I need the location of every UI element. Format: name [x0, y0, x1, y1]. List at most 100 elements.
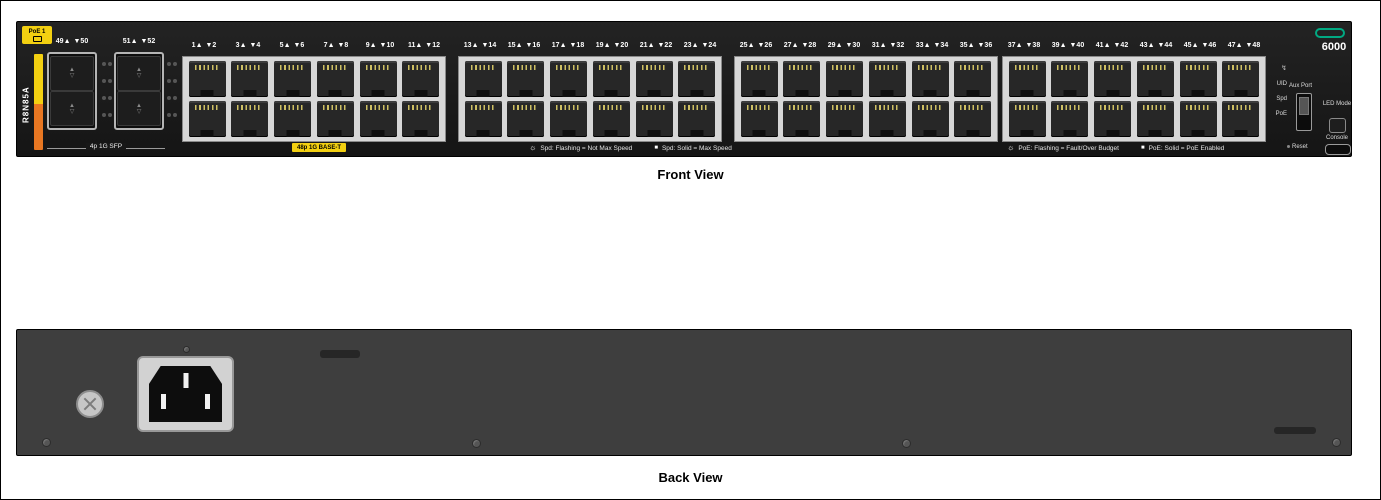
port-label: ▼38: [1025, 42, 1041, 49]
port-label-pair: 23▲▼24: [678, 42, 722, 54]
port-tab: [414, 90, 428, 97]
port-pins: [408, 105, 434, 110]
rj45-port: [402, 61, 440, 97]
port-tab: [328, 130, 342, 137]
rj45-port: [635, 61, 673, 97]
aux-port-label: Aux Port: [1289, 83, 1313, 89]
neutral-pin: [205, 394, 211, 409]
port-pins: [408, 65, 434, 70]
port-pins: [1185, 105, 1211, 110]
port-tab: [1148, 90, 1162, 97]
rj45-port: [316, 61, 354, 97]
led-column: [173, 62, 177, 117]
port-pins: [684, 105, 710, 110]
port-tab: [752, 130, 766, 137]
port-pins: [513, 65, 539, 70]
brand-badge: [1315, 28, 1345, 38]
port-tab: [1148, 130, 1162, 137]
port-label: ▼10: [379, 42, 395, 49]
port-pins: [365, 105, 391, 110]
port-label: ▼2: [205, 42, 217, 49]
port-label: 47▲: [1227, 42, 1243, 49]
port-tab: [923, 90, 937, 97]
port-pins: [470, 105, 496, 110]
switch-front-view: PoE 1 R8N85A 49▲▼50▲▽▲▽51▲▼52▲▽▲▽ 4p 1G …: [16, 21, 1352, 157]
rj45-port: [826, 101, 864, 137]
port-label-pair: 15▲▼16: [502, 42, 546, 54]
console-label: Console: [1325, 135, 1348, 141]
port-tab: [880, 90, 894, 97]
port-label-pair: 39▲▼40: [1046, 42, 1090, 54]
rj45-port: [231, 101, 269, 137]
port-tab: [1020, 130, 1034, 137]
usb-tongue: [1299, 97, 1309, 115]
port-label: 13▲: [463, 42, 479, 49]
port-tab: [414, 130, 428, 137]
port-tab: [604, 90, 618, 97]
legend-text: Spd: Flashing = Not Max Speed: [540, 144, 633, 152]
port-tab: [1234, 130, 1248, 137]
sfp-caption-text: 4p 1G SFP: [85, 143, 127, 150]
rj45-port: [359, 101, 397, 137]
sfp-cage-group: 49▲▼50▲▽▲▽: [47, 38, 97, 130]
port-label-pair: 47▲▼48: [1222, 42, 1266, 54]
front-view-caption: Front View: [657, 167, 724, 182]
triangle-up-icon: ▲: [69, 102, 75, 109]
rj45-port: [1222, 61, 1260, 97]
port-label-pair: 9▲▼10: [358, 42, 402, 54]
port-label: 11▲: [407, 42, 423, 49]
port-label: ▼12: [425, 42, 441, 49]
model-number-label: R8N85A: [21, 86, 31, 124]
triangle-up-icon: ▲: [69, 67, 75, 74]
port-label: 21▲: [639, 42, 655, 49]
port-tab: [690, 90, 704, 97]
triangle-up-icon: ▲: [136, 102, 142, 109]
port-label: ▼48: [1245, 42, 1261, 49]
rj45-port: [464, 101, 502, 137]
port-label: 19▲: [595, 42, 611, 49]
sfp-port-label: 51▲: [122, 38, 138, 45]
port-label-pair: 35▲▼36: [954, 42, 998, 54]
led-indicator: [167, 79, 171, 83]
legend-text: PoE: Flashing = Fault/Over Budget: [1018, 144, 1119, 152]
vent-slot: [320, 350, 360, 358]
triangle-down-icon: ▽: [69, 73, 75, 80]
legend-text: PoE: Solid = PoE Enabled: [1148, 144, 1225, 152]
port-label: 39▲: [1051, 42, 1067, 49]
port-pins: [556, 65, 582, 70]
port-label: ▼42: [1113, 42, 1129, 49]
port-label: ▼30: [845, 42, 861, 49]
port-label: 3▲: [235, 42, 247, 49]
port-panel: [1002, 56, 1266, 142]
led-mode-label: LED Mode: [1322, 101, 1352, 107]
rj45-port: [550, 61, 588, 97]
port-tab: [752, 90, 766, 97]
screw: [902, 439, 911, 448]
triangle-down-icon: ▽: [136, 108, 142, 115]
port-row: [1003, 61, 1265, 97]
sfp-caption: 4p 1G SFP: [47, 143, 165, 150]
port-row: [183, 101, 445, 137]
port-label: 33▲: [915, 42, 931, 49]
rj45-port: [826, 61, 864, 97]
port-label-pair: 13▲▼14: [458, 42, 502, 54]
port-label: 35▲: [959, 42, 975, 49]
port-tab: [1106, 90, 1120, 97]
legend-item: PoE: Solid = PoE Enabled: [1141, 144, 1225, 152]
port-label: 25▲: [739, 42, 755, 49]
solid-led-icon: [1141, 144, 1145, 152]
rj45-port: [911, 101, 949, 137]
port-label: 9▲: [365, 42, 377, 49]
port-tab: [647, 130, 661, 137]
plug-icon: [32, 35, 42, 42]
port-tab: [200, 90, 214, 97]
port-tab: [795, 90, 809, 97]
rj45-port: [316, 101, 354, 137]
indicator-label: UID: [1276, 81, 1287, 87]
series-number: 6000: [1321, 41, 1347, 53]
rj45-port: [231, 61, 269, 97]
